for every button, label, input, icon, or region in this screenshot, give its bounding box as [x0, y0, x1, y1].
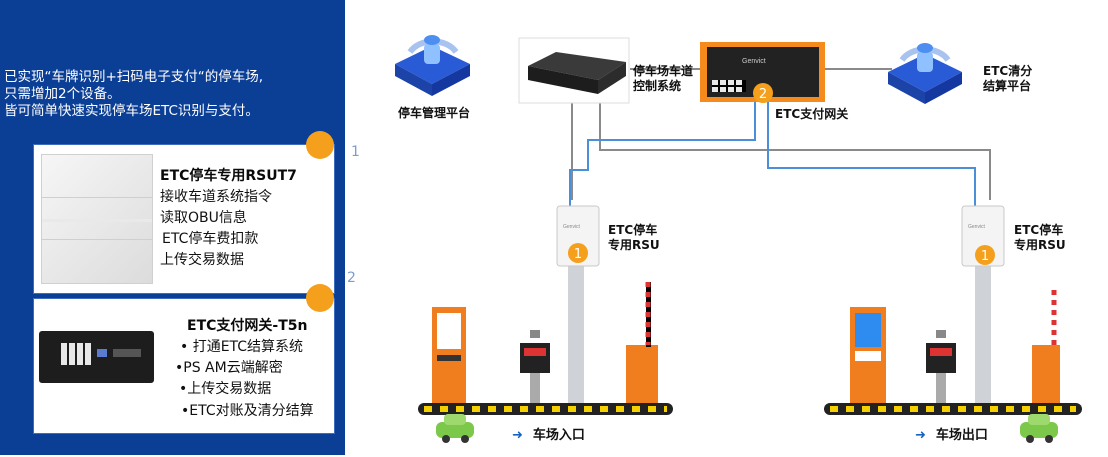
exit-camera — [926, 330, 956, 405]
exit-lane-text: 车场出口 — [935, 428, 988, 443]
rsu-device-image — [41, 154, 153, 284]
rsu-entry-device: Genvict — [556, 205, 600, 405]
lane-control-device — [518, 37, 630, 104]
arrow-right-icon: ➜ — [915, 428, 926, 443]
rsu-exit-brand: Genvict — [968, 224, 986, 230]
exit-lane-strip — [824, 403, 1082, 415]
gateway-device-title: ETC支付网关-T5n — [187, 318, 308, 334]
device-2-marker — [306, 284, 334, 312]
clearing-label-2: 结算平台 — [983, 79, 1032, 93]
rsu-exit-badge-number: 1 — [981, 249, 989, 264]
rsu-exit-label-2: 专用RSU — [1014, 238, 1066, 252]
gateway-device-image — [39, 331, 154, 383]
intro-text: 已实现“车牌识别+扫码电子支付“的停车场, 只需增加2个设备。 皆可简单快速实现… — [4, 69, 263, 120]
etc-gateway-device: Genvict — [700, 42, 825, 102]
intro-line-1: 已实现“车牌识别+扫码电子支付“的停车场, — [4, 69, 264, 85]
rsu-feature: 上传交易数据 — [160, 252, 244, 268]
rsu-feature: 接收车道系统指令 — [160, 189, 272, 205]
rsu-feature: 读取OBU信息 — [160, 210, 247, 226]
entry-lane-label: ➜ 车场入口 — [512, 424, 585, 443]
rsu-exit-label-1: ETC停车 — [1014, 223, 1064, 237]
parking-platform-label: 停车管理平台 — [398, 106, 471, 120]
parking-platform-icon — [395, 35, 470, 96]
rsu-exit-badge — [975, 245, 995, 265]
rsu-entry-brand: Genvict — [563, 224, 581, 230]
rsu-feature: ETC停车费扣款 — [162, 231, 259, 247]
wire-control-to-rsu-exit — [599, 85, 991, 200]
gateway-feature: •PS AM云端解密 — [175, 360, 283, 376]
entry-barrier — [626, 282, 658, 405]
arrow-right-icon: ➜ — [512, 428, 523, 443]
rsu-device-title: ETC停车专用RSUT7 — [160, 168, 297, 184]
entry-lane-strip — [418, 403, 673, 415]
gateway-label: ETC支付网关 — [775, 107, 849, 121]
lane-control-label-1: 停车场车道 — [633, 64, 694, 78]
rsu-exit-device: Genvict — [961, 205, 1005, 405]
clearing-platform-icon — [888, 43, 962, 104]
wire-gateway-to-rsu-entry — [569, 101, 756, 208]
exit-car-icon — [1020, 414, 1058, 443]
rsu-device-card: ETC停车专用RSUT7 接收车道系统指令 读取OBU信息 ETC停车费扣款 上… — [33, 144, 335, 294]
exit-payment-kiosk — [850, 307, 886, 405]
rsu-entry-label-1: ETC停车 — [608, 223, 658, 237]
wire-gateway-to-rsu-exit — [767, 101, 976, 208]
entry-lane-text: 车场入口 — [532, 428, 585, 443]
rsu-entry-badge — [568, 243, 588, 263]
connection-wires — [569, 68, 991, 208]
gateway-badge — [753, 83, 773, 103]
gateway-feature: • 打通ETC结算系统 — [180, 339, 304, 355]
device-1-marker — [306, 131, 334, 159]
intro-line-2: 只需增加2个设备。 — [4, 86, 121, 102]
lane-control-label-2: 控制系统 — [633, 79, 682, 93]
gateway-feature: •上传交易数据 — [179, 381, 272, 397]
entry-ticket-kiosk — [432, 307, 466, 405]
rsu-entry-label-2: 专用RSU — [608, 238, 660, 252]
exit-barrier — [1032, 290, 1060, 405]
device-2-number: 2 — [347, 270, 356, 286]
device-panel: 已实现“车牌识别+扫码电子支付“的停车场, 只需增加2个设备。 皆可简单快速实现… — [0, 0, 360, 455]
clearing-label-1: ETC清分 — [983, 64, 1033, 78]
entry-car-icon — [436, 414, 474, 443]
gateway-device-card: ETC支付网关-T5n • 打通ETC结算系统 •PS AM云端解密 •上传交易… — [33, 298, 335, 434]
entry-camera — [520, 330, 550, 405]
exit-lane-label: ➜ 车场出口 — [915, 424, 988, 443]
rsu-entry-badge-number: 1 — [574, 247, 582, 262]
gateway-badge-number: 2 — [759, 87, 767, 102]
device-1-number: 1 — [351, 144, 360, 160]
gateway-feature: •ETC对账及清分结算 — [181, 403, 314, 419]
intro-line-3: 皆可简单快速实现停车场ETC识别与支付。 — [4, 103, 259, 119]
gateway-brand: Genvict — [742, 58, 766, 65]
